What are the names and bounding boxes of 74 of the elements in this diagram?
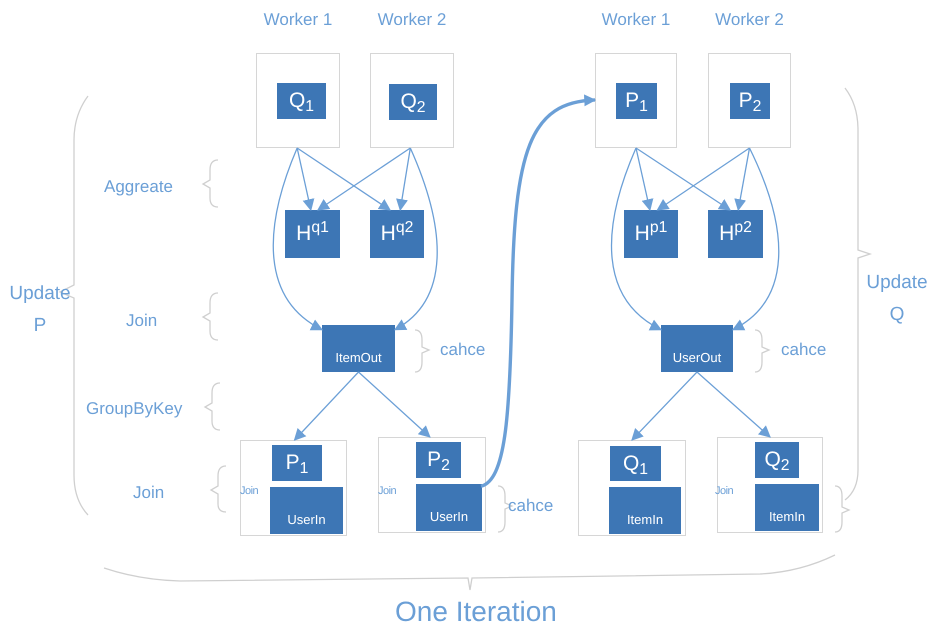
worker-heading: Worker 1 [600,9,672,31]
stage-label: Join [378,484,398,498]
symbol-block [272,445,322,481]
symbol-block [416,442,461,478]
arrow [635,148,654,212]
partition-box [378,437,486,533]
node-label: Q$_{1}$ [622,450,648,480]
arrow [636,147,731,211]
symbol-block [285,210,340,258]
arrow [294,372,359,441]
arrow [358,372,431,438]
stage-label: cahce [781,339,828,361]
worker-heading: Worker 2 [376,9,448,31]
worker-heading: Worker 1 [262,9,334,31]
arrow [480,95,596,488]
node-label: H$^{q2}$ [380,218,414,248]
stage-label: Join [715,484,734,498]
data-block [322,325,395,372]
stage-label: cahce [440,339,486,361]
arrow [296,148,314,212]
node-label: H$^{q1}$ [296,218,329,248]
symbol-block [708,210,763,258]
partition-box [717,437,823,533]
node-label: Q$_{2}$ [400,89,426,118]
stage-label: Update Q [865,271,929,327]
arrow [610,148,662,330]
node-label: P$_{2}$ [738,88,762,117]
arrow [656,147,750,211]
node-label: Q$_{2}$ [764,447,790,476]
arrow [396,148,411,212]
node-label: UserIn [287,510,326,528]
stage-label: GroupByKey [86,398,184,420]
stage-label: Update P [8,282,72,338]
symbol-block [624,210,678,258]
arrow [272,148,324,330]
node-label: Q$_{1}$ [288,88,314,117]
symbol-block [370,210,424,258]
symbol-block [610,446,661,481]
symbol-block [616,83,657,119]
node-label: H$^{p1}$ [634,218,668,248]
partition-box [240,440,347,536]
arrow [296,147,391,211]
group-caption: One Iteration [395,595,558,629]
data-block [661,325,733,372]
node-label: P$_{2}$ [427,447,450,476]
stage-label: Join [240,484,260,498]
arrow [394,148,438,330]
partition-box [578,440,686,536]
node-label: UserIn [430,508,468,526]
stage-label: Join [126,310,158,332]
arrow [734,148,750,212]
arrow [696,372,771,438]
arrow [631,372,698,441]
data-block [416,484,482,531]
stage-label: Aggreate [104,176,174,198]
symbol-block [389,84,437,120]
node-label: P$_{1}$ [286,450,308,479]
node-label: ItemIn [626,510,664,528]
arrow [317,147,411,211]
node-label: UserOut [672,348,722,366]
data-block [609,487,681,534]
symbol-block [730,83,770,119]
stage-label: Join [133,482,166,504]
data-block [755,484,819,531]
stage-label: cahce [508,495,554,517]
symbol-block [755,442,799,478]
node-label: ItemIn [768,508,806,526]
worker-heading: Worker 2 [714,9,785,31]
node-label: H$^{p2}$ [719,218,752,248]
arrow [732,148,780,330]
data-block [270,487,343,534]
node-label: ItemOut [335,348,382,366]
node-label: P$_{1}$ [625,88,648,117]
symbol-block [277,83,326,119]
